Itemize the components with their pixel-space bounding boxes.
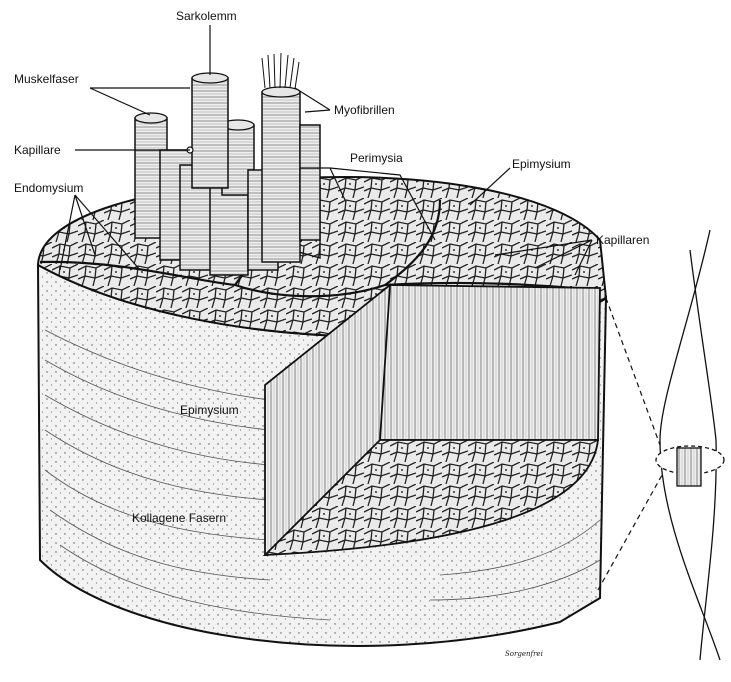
- label-epimysium-top: Epimysium: [512, 157, 571, 171]
- label-kapillaren: Kapillaren: [596, 233, 649, 247]
- label-muskelfaser: Muskelfaser: [14, 72, 79, 86]
- label-sarkolemm: Sarkolemm: [176, 9, 237, 23]
- label-perimysia: Perimysia: [350, 151, 403, 165]
- label-kapillare: Kapillare: [14, 143, 61, 157]
- label-myofibrillen: Myofibrillen: [334, 103, 395, 117]
- cutaway-back-wall: [380, 285, 600, 440]
- label-endomysium: Endomysium: [14, 181, 83, 195]
- zoom-lines: [598, 298, 662, 590]
- artist-signature: Sorgenfrei: [505, 650, 543, 658]
- label-kollagene-fasern: Kollagene Fasern: [132, 511, 226, 525]
- label-epimysium-side: Epimysium: [180, 403, 239, 417]
- leg-outline: [656, 230, 724, 660]
- muscle-fiber-bundle: [135, 53, 320, 275]
